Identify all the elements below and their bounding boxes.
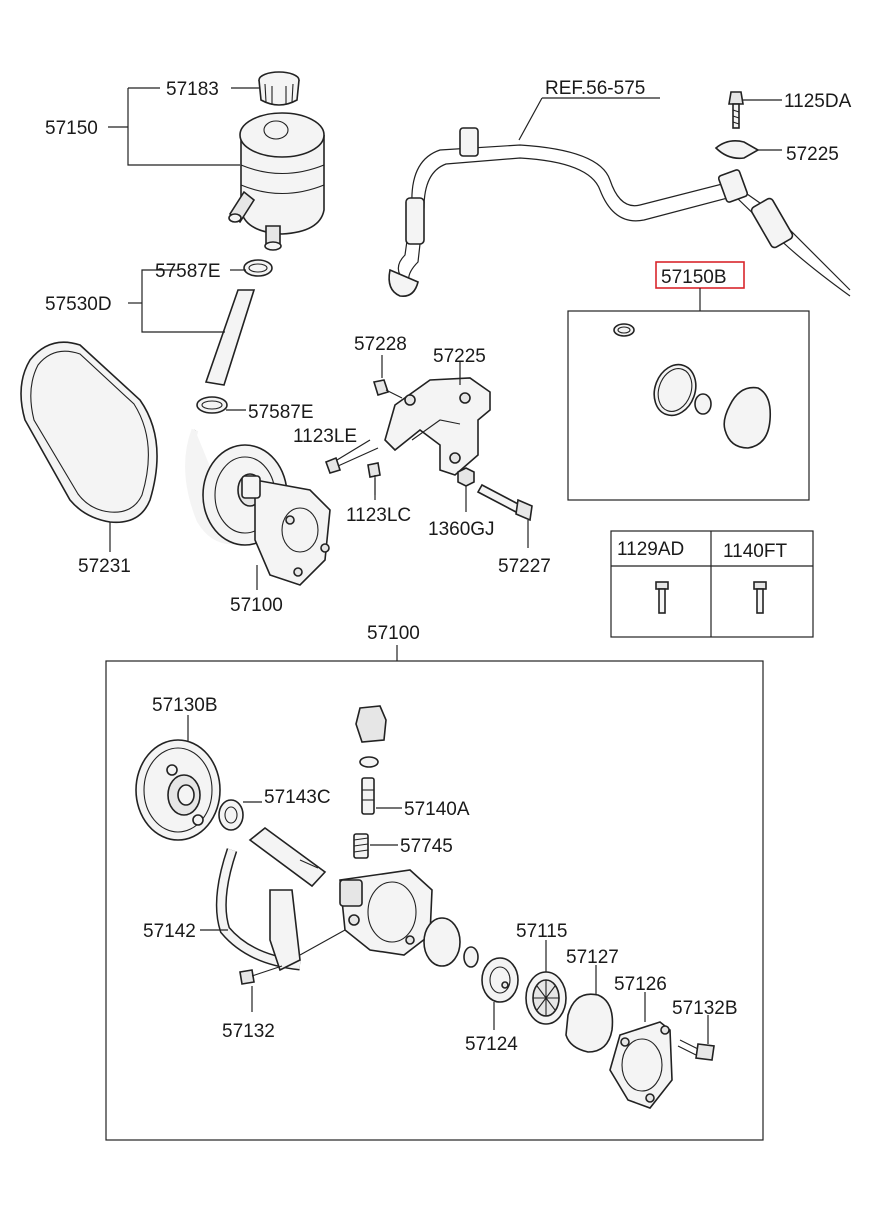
reservoir-cap-drawing	[258, 71, 300, 106]
label-57150b[interactable]: 57150B	[661, 267, 727, 288]
bolt-table	[610, 530, 814, 638]
pump-exploded-box	[105, 660, 764, 1141]
pulley-57130b-drawing	[135, 739, 221, 841]
o-rings-drawing	[423, 917, 479, 968]
label-1129ad[interactable]: 1129AD	[617, 539, 684, 560]
reservoir-tank-drawing	[228, 112, 325, 251]
label-57127[interactable]: 57127	[566, 947, 619, 968]
label-57228[interactable]: 57228	[354, 334, 407, 355]
label-1125da[interactable]: 1125DA	[784, 91, 852, 112]
bolt-1140ft-drawing	[753, 581, 767, 614]
label-57100-box[interactable]: 57100	[367, 623, 420, 644]
connector-valve-drawing	[355, 705, 387, 815]
clip-57225-drawing	[714, 140, 760, 160]
label-1123lc[interactable]: 1123LC	[346, 505, 411, 526]
seal-kit-drawing	[613, 323, 772, 449]
label-57150[interactable]: 57150	[45, 118, 98, 139]
cover-57126-drawing	[609, 1021, 673, 1109]
suction-hose-drawing	[196, 259, 273, 414]
label-57225-mid[interactable]: 57225	[433, 346, 486, 367]
label-1360gj[interactable]: 1360GJ	[428, 519, 495, 540]
bolt-1123le-drawing	[324, 456, 342, 474]
bolt-57132-drawing	[239, 965, 283, 985]
seal-kit-box	[567, 310, 810, 501]
pump-assembly-drawing	[185, 428, 331, 586]
pressure-hose-drawing	[388, 127, 851, 298]
label-57587e-top[interactable]: 57587E	[155, 261, 221, 282]
label-57126[interactable]: 57126	[614, 974, 667, 995]
bolt-57227-drawing	[476, 483, 533, 522]
label-ref-56-575[interactable]: REF.56-575	[545, 78, 645, 99]
label-57140a[interactable]: 57140A	[404, 799, 470, 820]
rotor-57115-drawing	[525, 971, 567, 1025]
label-57130b[interactable]: 57130B	[152, 695, 218, 716]
nut-1360gj-drawing	[457, 467, 475, 487]
label-57124[interactable]: 57124	[465, 1034, 518, 1055]
label-57587e-bottom[interactable]: 57587E	[248, 402, 314, 423]
label-57745[interactable]: 57745	[400, 836, 453, 857]
label-57142[interactable]: 57142	[143, 921, 196, 942]
cam-ring-57124-drawing	[481, 957, 519, 1003]
label-57132[interactable]: 57132	[222, 1021, 275, 1042]
oil-seal-57143c-drawing	[218, 799, 244, 831]
bolt-1125da-drawing	[728, 91, 744, 129]
spring-57745-drawing	[353, 833, 369, 859]
bolt-57228-drawing	[372, 379, 390, 396]
label-57530d[interactable]: 57530D	[45, 294, 112, 315]
bolt-1123lc-drawing	[367, 462, 381, 478]
bolt-1129ad-drawing	[655, 581, 669, 614]
bracket-57225-drawing	[384, 377, 491, 476]
label-57225-top[interactable]: 57225	[786, 144, 839, 165]
label-57100-top[interactable]: 57100	[230, 595, 283, 616]
label-57115[interactable]: 57115	[516, 921, 567, 942]
label-57132b[interactable]: 57132B	[672, 998, 738, 1019]
label-57143c[interactable]: 57143C	[264, 787, 331, 808]
label-1123le[interactable]: 1123LE	[293, 426, 357, 447]
gasket-57127-drawing	[565, 993, 614, 1053]
label-57183[interactable]: 57183	[166, 79, 219, 100]
label-57227[interactable]: 57227	[498, 556, 551, 577]
label-1140ft[interactable]: 1140FT	[723, 541, 787, 562]
drive-belt-drawing	[20, 341, 158, 524]
label-57231[interactable]: 57231	[78, 556, 131, 577]
bolt-57132b-drawing	[677, 1039, 715, 1061]
